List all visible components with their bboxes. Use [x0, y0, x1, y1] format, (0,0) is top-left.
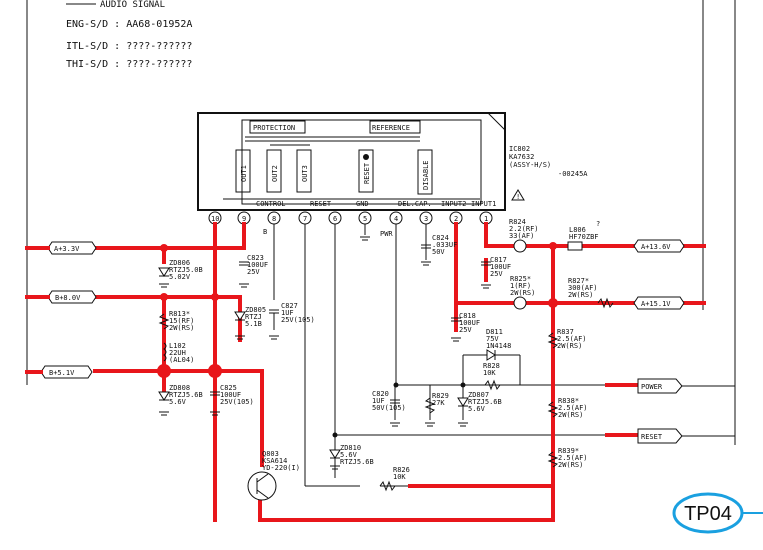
connector-power-label: POWER [641, 383, 663, 391]
ic-assy: (ASSY-H/S) [509, 161, 551, 169]
signal-legend-label: AUDIO SIGNAL [100, 0, 165, 10]
connector-b51v: B+5.1V [25, 365, 93, 379]
disable-block-label: DISABLE [422, 160, 430, 190]
pin-label-gnd: GND [356, 200, 369, 208]
tp04-label: TP04 [684, 503, 732, 525]
pin-10: 10 [211, 215, 219, 223]
pin-label-delcap: DEL.CAP. [398, 200, 432, 208]
connector-b51v-label: B+5.1V [49, 369, 75, 377]
pin-label-input2: INPUT2 [441, 200, 466, 208]
out3-label: OUT3 [301, 165, 309, 182]
pin-7: 7 [303, 215, 307, 223]
component-symbols [158, 239, 614, 501]
reset-block [358, 149, 374, 193]
pin-3: 3 [424, 215, 428, 223]
thi-sd-label: THI-S/D : ????-?????? [66, 59, 192, 70]
pin-6: 6 [333, 215, 337, 223]
pin-label-control: CONTROL [256, 200, 286, 208]
pin-8: 8 [272, 215, 276, 223]
disable-block [417, 149, 433, 195]
connector-b8v: B+8.0V [25, 290, 97, 304]
caution-icon [511, 189, 525, 201]
pin-label-input1: INPUT1 [471, 200, 496, 208]
out1-block [235, 149, 251, 193]
label-r839: R839*2.5(AF)2W(RS) [558, 447, 588, 469]
caution-mark: ! [516, 193, 520, 201]
pin-row: 10 9 8 7 6 5 4 3 2 1 [208, 211, 493, 225]
pin-2: 2 [454, 215, 458, 223]
red-traces [93, 222, 706, 522]
protection-box-label: PROTECTION [253, 124, 295, 132]
label-question: ? [596, 220, 600, 228]
out3-block [296, 149, 312, 193]
ic-ref: IC802 [509, 145, 530, 153]
connector-a33v-label: A+3.3V [54, 245, 80, 253]
pin-label-reset: RESET [310, 200, 332, 208]
label-r813: R813*15(RF)2W(RS) [169, 310, 194, 332]
label-pwr: PWR [380, 230, 393, 238]
eng-sd-label: ENG-S/D : AA68-01952A [66, 19, 192, 30]
ground-symbols [159, 236, 491, 470]
pin-5: 5 [363, 215, 367, 223]
ic-part: KA7632 [509, 153, 534, 161]
connector-a33v: A+3.3V [25, 241, 97, 255]
pin-1: 1 [484, 215, 488, 223]
out2-label: OUT2 [271, 165, 279, 182]
label-r838: R838*2.5(AF)2W(RS) [558, 397, 588, 419]
connector-a136v: A+13.6V [633, 239, 685, 253]
connector-reset-label: RESET [641, 433, 663, 441]
connector-a151v: A+15.1V [633, 296, 685, 310]
label-r825: R825*1(RF)2W(RS) [510, 275, 535, 297]
pin-9: 9 [242, 215, 246, 223]
ic-suffix: -00245A [558, 170, 588, 178]
reset-block-label: RESET [363, 162, 371, 184]
connector-reset: RESET [637, 428, 683, 444]
ic802-block: PROTECTION REFERENCE OUT1 OUT2 OUT3 RESE… [197, 112, 506, 211]
itl-sd-label: ITL-S/D : ????-?????? [66, 41, 192, 52]
connector-b8v-label: B+8.0V [55, 294, 81, 302]
out2-block [266, 149, 282, 193]
connector-power: POWER [637, 378, 683, 394]
out1-label: OUT1 [240, 165, 248, 182]
label-r827: R827*300(AF)2W(RS) [568, 277, 598, 299]
label-pin8-b: B [263, 228, 267, 236]
tp04-badge: TP04 [672, 492, 763, 534]
reference-box-label: REFERENCE [372, 124, 410, 132]
connector-a151v-label: A+15.1V [641, 300, 671, 308]
pin-4: 4 [394, 215, 398, 223]
connector-a136v-label: A+13.6V [641, 243, 671, 251]
